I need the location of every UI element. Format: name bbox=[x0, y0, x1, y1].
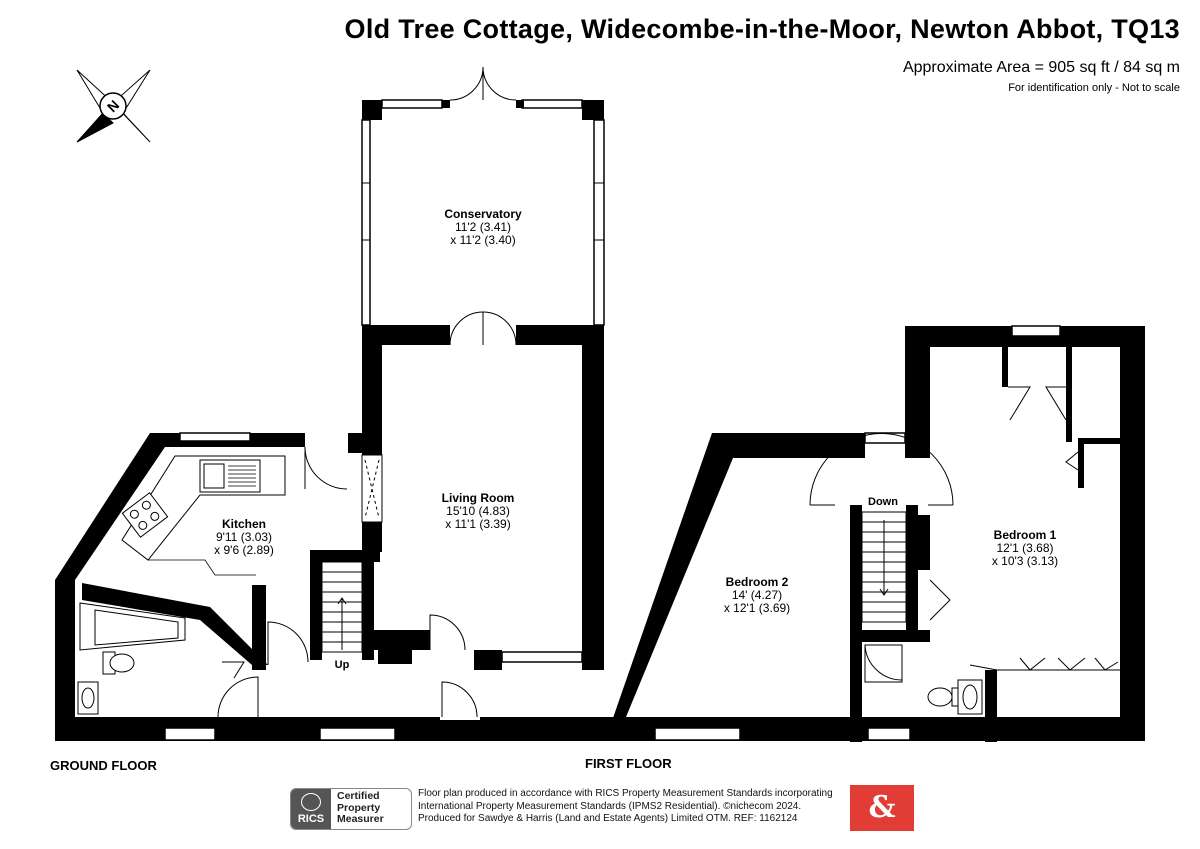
page-title: Old Tree Cottage, Widecombe-in-the-Moor,… bbox=[344, 14, 1180, 44]
bedroom-1-label: Bedroom 1 bbox=[994, 528, 1057, 542]
identification-note: For identification only - Not to scale bbox=[1008, 82, 1180, 94]
footer-line-3: Produced for Sawdye & Harris (Land and E… bbox=[418, 813, 798, 824]
rics-cert-line-1: Certified bbox=[337, 790, 380, 802]
living-room-dim2: x 11'1 (3.39) bbox=[445, 517, 510, 531]
bedroom-2-dim1: 14' (4.27) bbox=[732, 588, 782, 602]
conservatory-label: Conservatory bbox=[444, 207, 522, 221]
approximate-area: Approximate Area = 905 sq ft / 84 sq m bbox=[902, 59, 1180, 76]
conservatory-dim1: 11'2 (3.41) bbox=[455, 220, 511, 234]
living-room-dim1: 15'10 (4.83) bbox=[446, 504, 510, 518]
stairs-down-label: Down bbox=[868, 496, 898, 508]
bedroom-1-dim1: 12'1 (3.68) bbox=[997, 541, 1054, 555]
bedroom-1-dim2: x 10'3 (3.13) bbox=[992, 554, 1058, 568]
rics-cert-line-3: Measurer bbox=[337, 813, 384, 825]
kitchen-label: Kitchen bbox=[222, 517, 266, 531]
bedroom-2-label: Bedroom 2 bbox=[726, 575, 789, 589]
rics-mark-text: RICS bbox=[297, 813, 325, 825]
conservatory-dim2: x 11'2 (3.40) bbox=[450, 233, 515, 247]
kitchen-dim1: 9'11 (3.03) bbox=[216, 530, 272, 544]
first-floor-plan: Down bbox=[605, 325, 1145, 742]
rics-logo-icon: RICS bbox=[291, 789, 331, 829]
footer-line-1: Floor plan produced in accordance with R… bbox=[418, 788, 833, 799]
rics-certified-badge: RICS Certified Property Measurer bbox=[290, 788, 412, 830]
compass-icon: N bbox=[76, 69, 151, 143]
logo-ampersand: & bbox=[868, 790, 896, 825]
ground-floor-label: GROUND FLOOR bbox=[50, 758, 157, 773]
bedroom-2-dim2: x 12'1 (3.69) bbox=[724, 601, 790, 615]
living-room-label: Living Room bbox=[442, 491, 515, 505]
stairs-up-label: Up bbox=[335, 659, 350, 671]
first-floor-label: FIRST FLOOR bbox=[585, 756, 672, 771]
rics-cert-line-2: Property bbox=[337, 801, 381, 814]
rics-cert-text: Certified Property Measurer bbox=[331, 789, 411, 829]
sawdye-harris-logo: & bbox=[850, 785, 914, 831]
footer-disclaimer: Floor plan produced in accordance with R… bbox=[418, 788, 838, 826]
kitchen-dim2: x 9'6 (2.89) bbox=[214, 543, 274, 557]
ground-floor-plan: Conservatory 11'2 (3.41) x 11'2 (3.40) L… bbox=[55, 66, 605, 741]
footer-line-2: International Property Measurement Stand… bbox=[418, 800, 802, 812]
